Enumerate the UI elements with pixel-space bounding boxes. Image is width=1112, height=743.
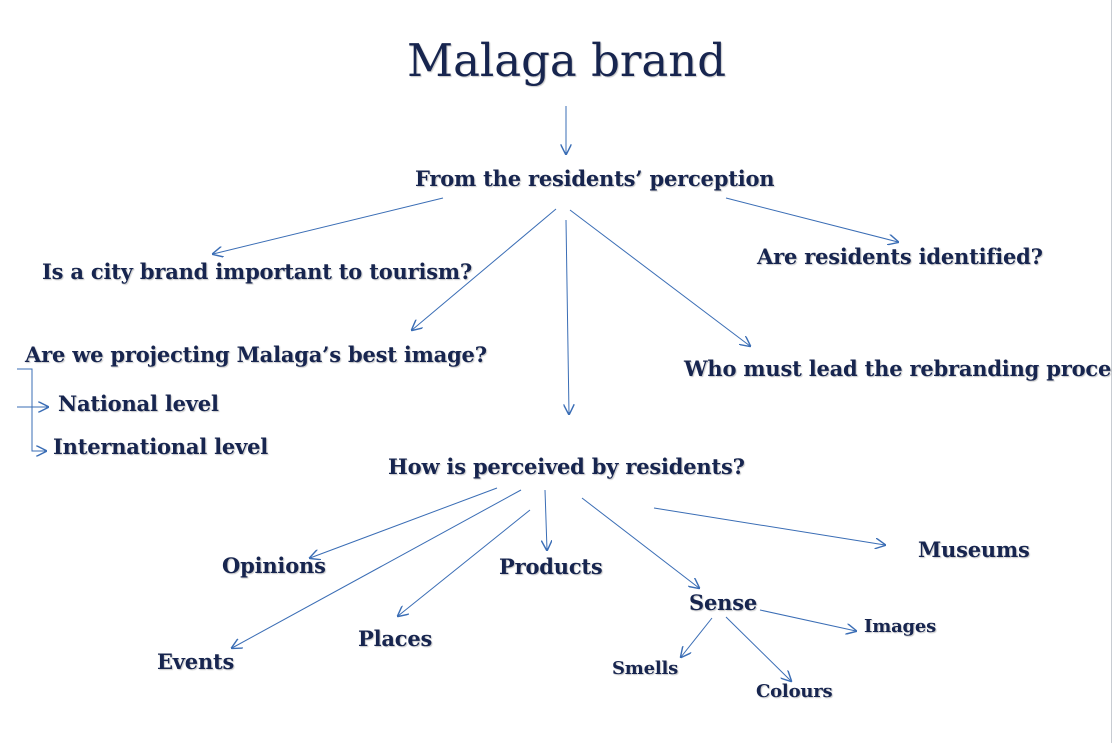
node-national: National level [58,391,219,416]
node-identified: Are residents identified? [757,244,1043,269]
bracket-best-image [17,368,44,452]
node-smells: Smells [612,658,679,679]
node-best-image: Are we projecting Malaga’s best image? [25,342,487,367]
node-tourism: Is a city brand important to tourism? [42,259,472,284]
node-sense: Sense [689,590,757,615]
arrow-perception-to-best-image [412,208,557,330]
node-museums: Museums [918,537,1030,562]
arrow-perceived-to-sense [581,497,699,588]
node-images: Images [864,616,937,637]
node-rebranding: Who must lead the rebranding process? [684,356,1112,381]
arrow-perceived-to-museums [653,507,885,545]
node-events: Events [157,649,235,674]
node-opinions: Opinions [222,553,326,578]
node-international: International level [53,434,269,459]
arrow-perceived-to-products [545,489,547,550]
node-perceived: How is perceived by residents? [388,454,745,479]
arrow-perception-to-identified [725,197,898,242]
node-perception: From the residents’ perception [415,166,775,191]
arrow-perceived-to-events [232,489,522,648]
arrow-sense-to-colours [725,616,791,681]
arrow-perception-to-perceived [566,219,569,414]
node-colours: Colours [756,681,833,702]
page-title: Malaga brand [407,34,726,87]
node-places: Places [358,626,433,651]
arrow-perceived-to-places [398,509,531,616]
node-products: Products [499,554,603,579]
arrow-sense-to-smells [681,617,713,657]
arrow-perception-to-rebranding [569,209,750,346]
arrow-sense-to-images [759,609,856,631]
arrow-perceived-to-opinions [310,487,498,558]
arrow-perception-to-tourism [213,197,444,254]
